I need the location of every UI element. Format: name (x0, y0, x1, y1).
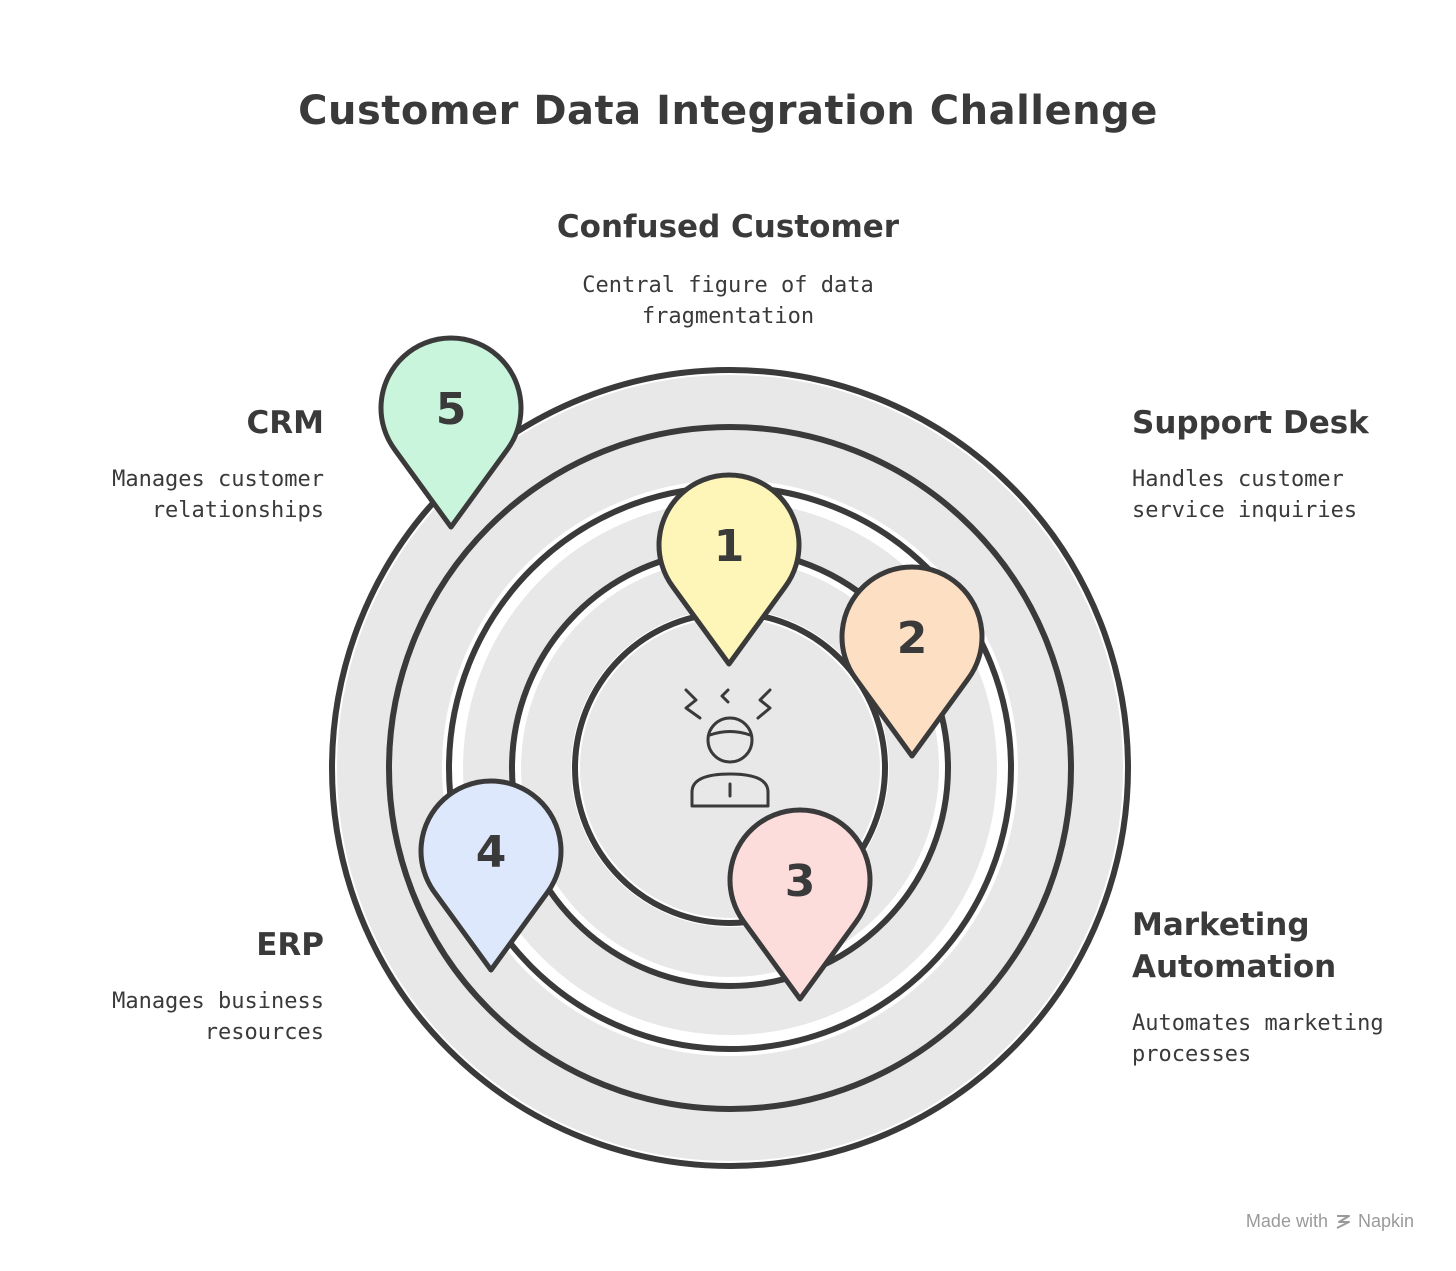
center-title: Confused Customer (556, 209, 900, 245)
label-erp: ERP Manages business resources (40, 924, 324, 1048)
ring-band-3 (392, 430, 1068, 1106)
pin-shape-2 (839, 564, 985, 759)
pin-1: 1 (656, 472, 802, 667)
support-desk-title: Support Desk (1132, 405, 1369, 441)
pin-5: 5 (378, 335, 524, 530)
pin-number-5: 5 (436, 384, 467, 435)
label-crm: CRM Manages customer relationships (40, 402, 324, 526)
pin-shape-5 (378, 335, 524, 530)
pin-number-1: 1 (714, 521, 745, 572)
ring-outline-4 (386, 424, 1074, 1112)
center-description: Central figure of data fragmentation (582, 273, 874, 329)
made-with-text: Made with (1245, 1211, 1328, 1231)
pin-2: 2 (839, 564, 985, 759)
pin-3: 3 (727, 807, 873, 1002)
crm-description: Manages customer relationships (112, 467, 324, 523)
erp-description: Manages business resources (112, 989, 324, 1045)
pin-number-2: 2 (897, 613, 928, 664)
center-label: Confused Customer Central figure of data… (478, 206, 978, 332)
confused-person-icon (684, 688, 772, 808)
pin-shape-4 (418, 778, 564, 973)
pin-number-3: 3 (785, 856, 816, 907)
pin-markers: 1 2 3 4 5 (378, 335, 985, 1002)
ring-outline-5 (329, 367, 1131, 1169)
label-marketing-automation: Marketing Automation Automates marketing… (1132, 904, 1432, 1070)
diagram-title: Customer Data Integration Challenge (298, 88, 1158, 134)
marketing-automation-title: Marketing Automation (1132, 907, 1337, 985)
made-with-napkin: Made with Napkin (1246, 1211, 1414, 1232)
crm-title: CRM (246, 405, 324, 441)
pin-shape-1 (656, 472, 802, 667)
napkin-logo-icon (1336, 1214, 1350, 1229)
erp-title: ERP (256, 927, 324, 963)
pin-shape-3 (727, 807, 873, 1002)
label-support-desk: Support Desk Handles customer service in… (1132, 402, 1432, 526)
marketing-automation-description: Automates marketing processes (1132, 1011, 1384, 1067)
support-desk-description: Handles customer service inquiries (1132, 467, 1358, 523)
pin-4: 4 (418, 778, 564, 973)
napkin-brand-text: Napkin (1357, 1211, 1414, 1231)
pin-number-4: 4 (476, 827, 507, 878)
ring-band-4 (337, 375, 1123, 1161)
